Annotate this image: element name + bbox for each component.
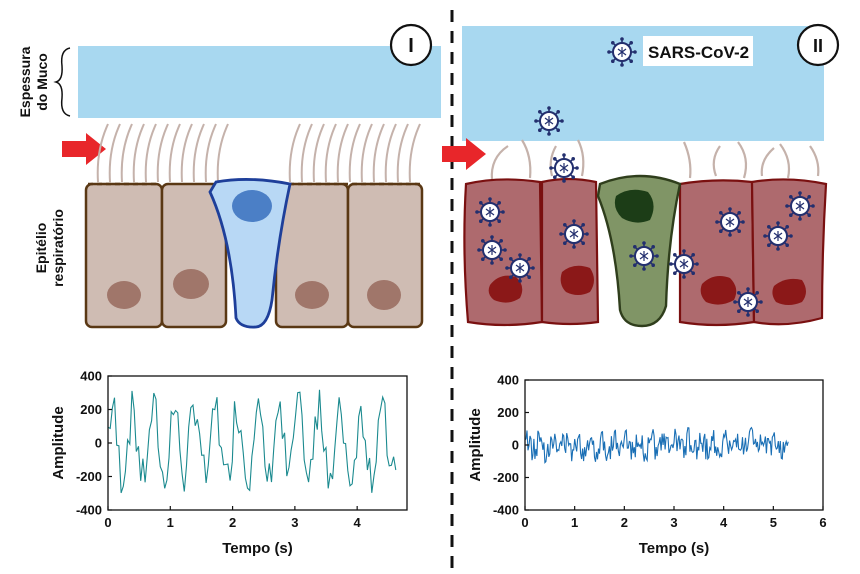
badge-II-label: II bbox=[813, 36, 823, 56]
x-tick-label: 0 bbox=[521, 515, 528, 530]
y-tick-label: 400 bbox=[497, 373, 519, 388]
virus-icon bbox=[606, 36, 638, 68]
y-tick-label: 200 bbox=[497, 405, 519, 420]
infected-cell bbox=[540, 177, 600, 326]
cell-nucleus bbox=[107, 281, 141, 309]
x-tick-label: 4 bbox=[354, 515, 362, 530]
virus-icon bbox=[504, 252, 536, 284]
badge-II: II bbox=[796, 23, 840, 67]
badge-II-circle bbox=[796, 23, 840, 67]
cilia-arrow-healthy bbox=[62, 133, 106, 165]
cilia-healthy bbox=[96, 123, 421, 183]
signal-series-line bbox=[107, 389, 397, 494]
x-tick-label: 3 bbox=[670, 515, 677, 530]
badge-I-label: I bbox=[408, 35, 414, 57]
y-tick-label: 0 bbox=[95, 436, 102, 451]
x-tick-label: 3 bbox=[291, 515, 298, 530]
cell-nucleus bbox=[295, 281, 329, 309]
virus-legend-box bbox=[643, 36, 753, 66]
badge-I: I bbox=[389, 23, 433, 67]
healthy-cell bbox=[346, 182, 424, 329]
plot-frame bbox=[107, 375, 408, 511]
mucus-thickness-label: Espessura do Muco bbox=[17, 46, 50, 117]
healthy-epithelium bbox=[84, 178, 424, 329]
mucus-label-line1: Espessura bbox=[17, 46, 33, 117]
y-tick-label: 0 bbox=[512, 438, 519, 453]
badge-I-circle bbox=[389, 23, 433, 67]
virus-legend: SARS-CoV-2 bbox=[606, 36, 753, 68]
mucus-label-line2: do Muco bbox=[34, 53, 50, 111]
y-tick-label: -400 bbox=[493, 503, 519, 518]
infected-nucleus bbox=[772, 278, 806, 305]
infected-nucleus bbox=[560, 265, 594, 295]
x-tick-label: 6 bbox=[819, 515, 826, 530]
mucus-brace bbox=[53, 47, 71, 117]
x-tick-label: 5 bbox=[770, 515, 777, 530]
virus-icon bbox=[533, 105, 565, 137]
virus-icon bbox=[476, 234, 508, 266]
x-axis-title: Tempo (s) bbox=[639, 540, 710, 557]
cell-nucleus bbox=[367, 280, 401, 310]
goblet-nucleus bbox=[232, 190, 272, 222]
virus-legend-label: SARS-CoV-2 bbox=[648, 43, 749, 62]
x-tick-label: 0 bbox=[104, 515, 111, 530]
infected-goblet-nucleus bbox=[614, 189, 654, 223]
virus-icon bbox=[628, 240, 660, 272]
y-tick-label: 200 bbox=[80, 402, 102, 417]
infected-nucleus bbox=[700, 276, 737, 305]
virus-icon bbox=[548, 152, 580, 184]
y-tick-label: -200 bbox=[493, 470, 519, 485]
goblet-cell bbox=[208, 178, 292, 329]
epithelium-label-line2: respiratório bbox=[50, 209, 66, 287]
cilia-damaged bbox=[490, 139, 820, 181]
virus-icon bbox=[762, 220, 794, 252]
x-tick-label: 4 bbox=[720, 515, 728, 530]
virus-icon bbox=[668, 248, 700, 280]
infected-nucleus bbox=[488, 275, 523, 303]
cilia-arrow-infected bbox=[442, 138, 486, 170]
mucus-layer-healthy bbox=[78, 46, 441, 118]
virus-icon bbox=[714, 206, 746, 238]
y-axis-title: Amplitude bbox=[467, 408, 484, 481]
epithelium-label-line1: Epitélio bbox=[33, 223, 49, 274]
virus-icon bbox=[474, 196, 506, 228]
x-tick-label: 2 bbox=[229, 515, 236, 530]
virus-icon bbox=[732, 286, 764, 318]
epithelium-label: Epitélio respiratório bbox=[33, 209, 66, 287]
y-tick-label: 400 bbox=[80, 369, 102, 384]
virus-icon bbox=[784, 190, 816, 222]
y-tick-label: -400 bbox=[76, 503, 102, 518]
infected-cell bbox=[463, 178, 544, 327]
x-tick-label: 1 bbox=[571, 515, 578, 530]
x-tick-label: 2 bbox=[621, 515, 628, 530]
virus-icon bbox=[558, 218, 590, 250]
x-tick-label: 1 bbox=[167, 515, 174, 530]
y-axis-title: Amplitude bbox=[50, 406, 67, 479]
x-axis-title: Tempo (s) bbox=[222, 540, 293, 557]
cell-nucleus bbox=[173, 269, 209, 299]
signal-series-line bbox=[524, 426, 789, 464]
y-tick-label: -200 bbox=[76, 469, 102, 484]
